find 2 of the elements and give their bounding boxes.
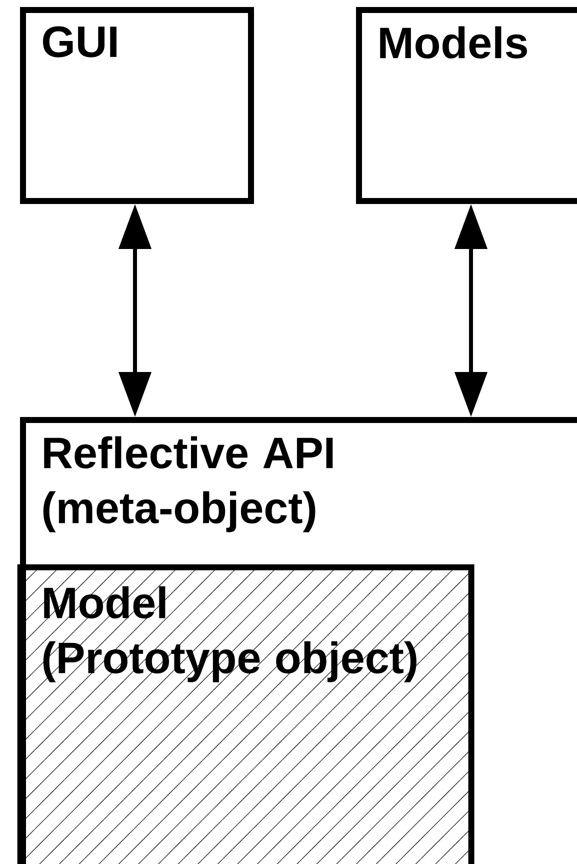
box: GUI: [20, 7, 254, 204]
box: Models: [356, 7, 577, 204]
